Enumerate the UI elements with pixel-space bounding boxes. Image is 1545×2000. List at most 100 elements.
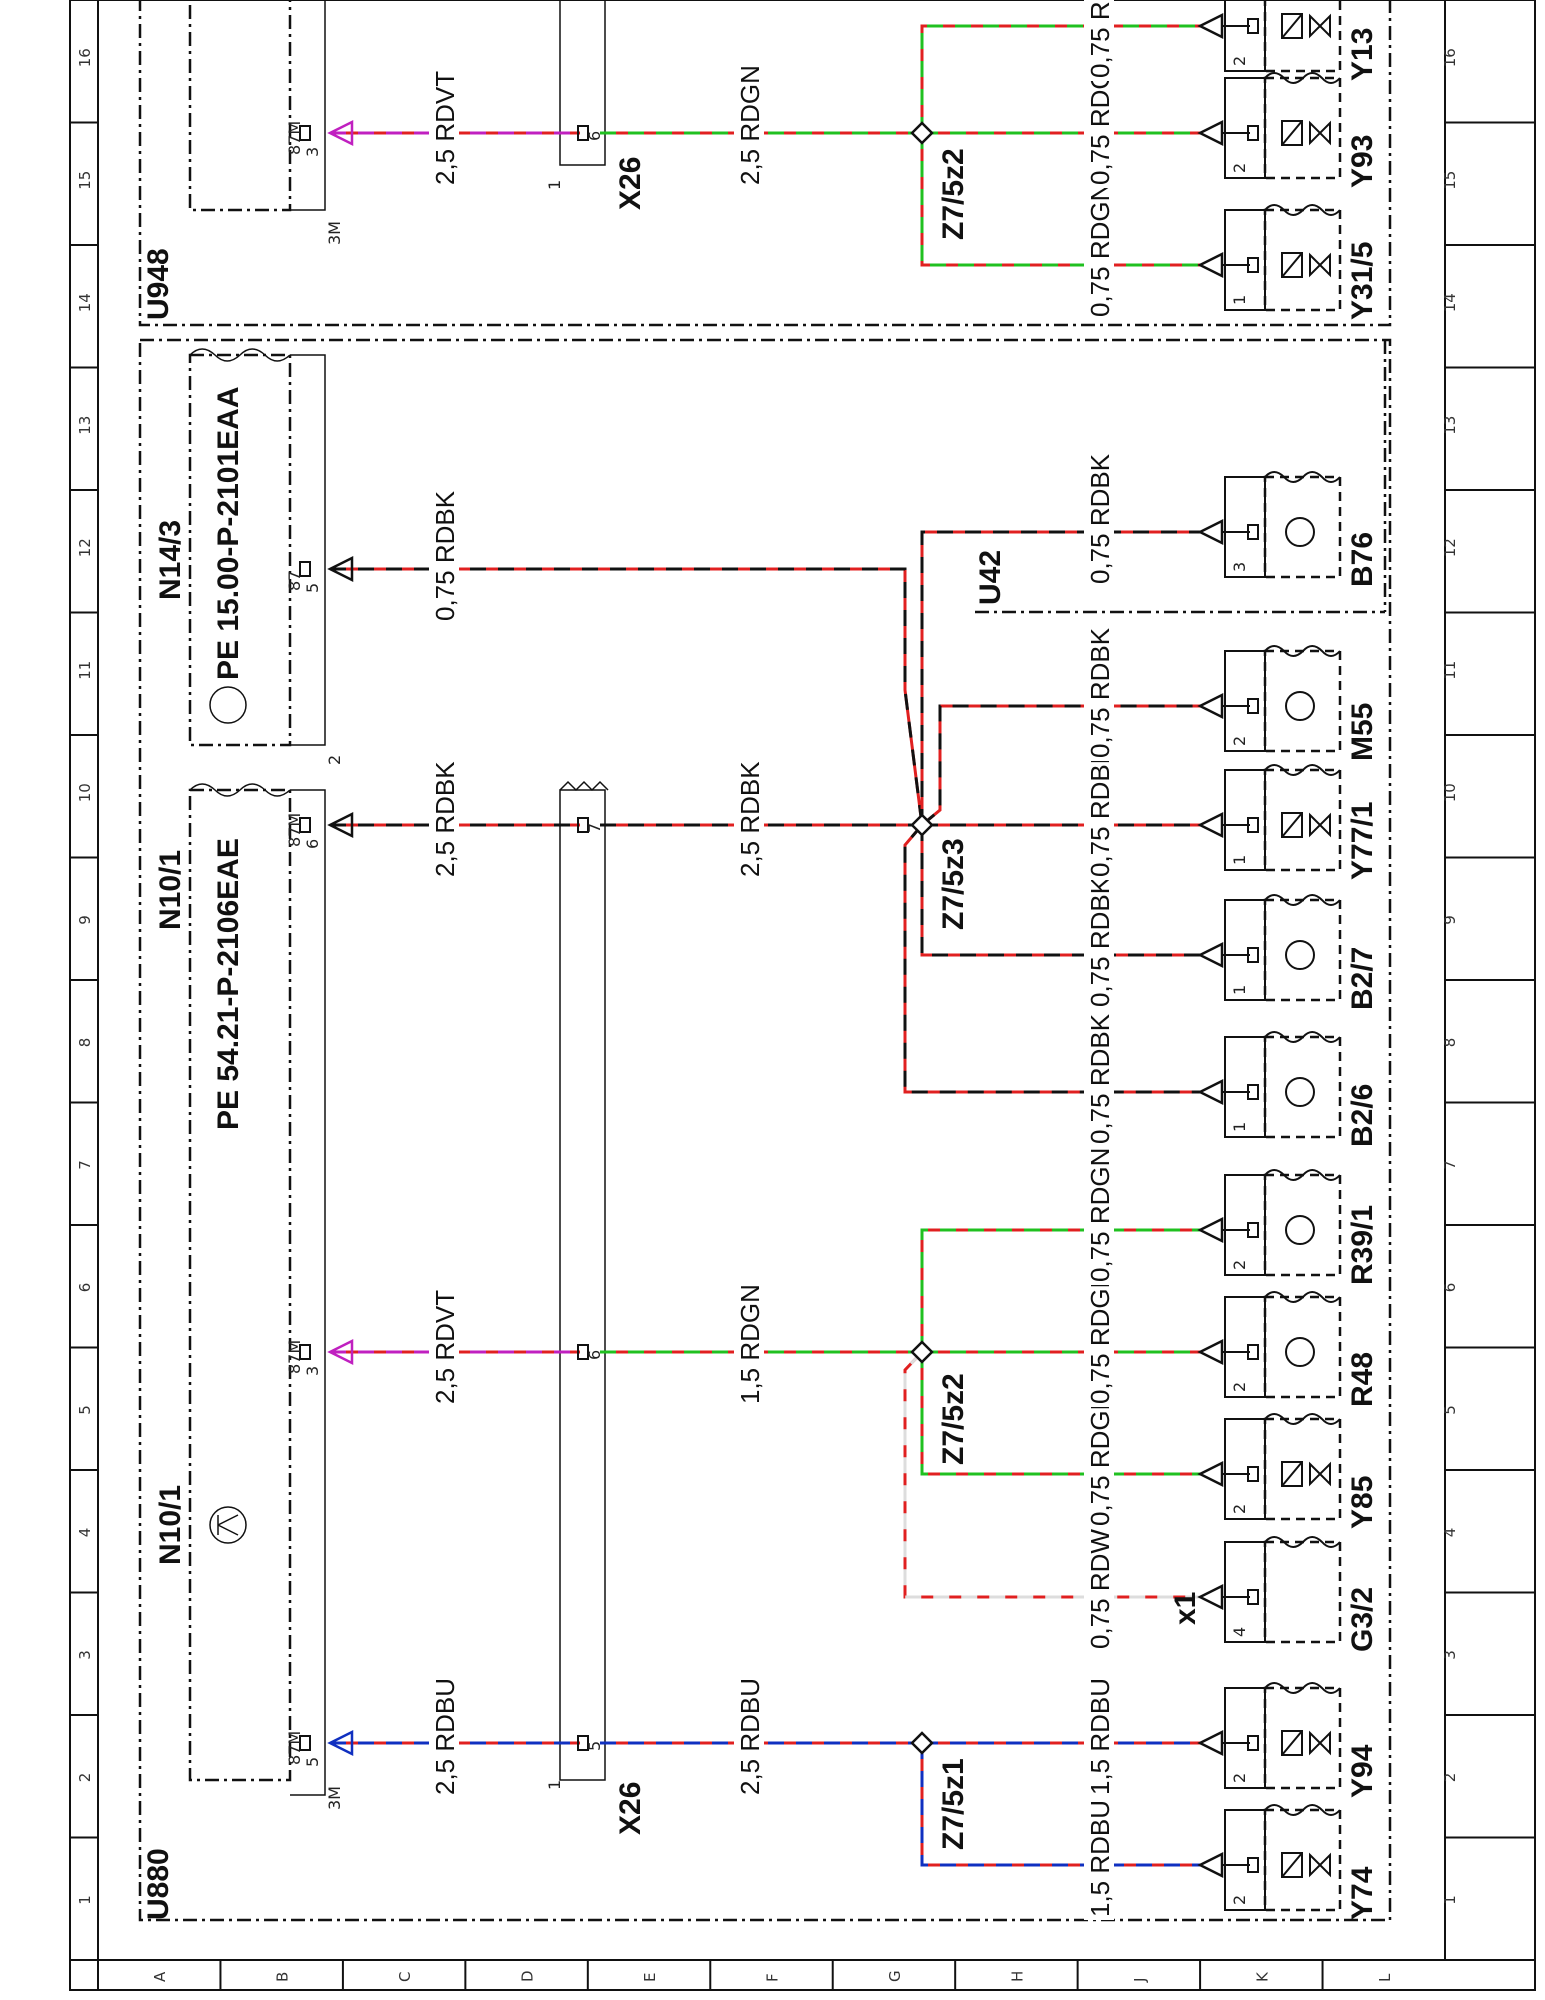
component-body [1263, 1295, 1342, 1399]
component-arrow [1197, 941, 1224, 969]
component-break [1264, 471, 1341, 483]
component-terminal [1247, 1344, 1259, 1360]
svg-text:3M: 3M [325, 221, 344, 245]
splice-label-z2b: Z7/5z2 [937, 148, 970, 240]
component-break [1264, 1682, 1341, 1694]
valve-icon [1309, 252, 1331, 278]
wire-branch [921, 704, 1200, 827]
component-body [1263, 1035, 1342, 1139]
grid-row-label: 10 [1441, 783, 1459, 802]
valve-icon [1309, 812, 1331, 838]
component-label: B76 [1346, 532, 1379, 587]
grid-col-label: K [1253, 1971, 1271, 1982]
wire-branch [903, 1350, 1200, 1599]
sensor-icon [1285, 1337, 1315, 1367]
x1-label: x1 [1169, 1592, 1202, 1625]
pin-number: 5 [303, 1757, 322, 1767]
wire-label-branch: 0,75 RDGN [1085, 1270, 1115, 1404]
grid-col-label: L [1376, 1973, 1394, 1982]
grid-col-label: D [519, 1970, 537, 1982]
wire-arrow [327, 1729, 354, 1757]
motor-icon [1285, 691, 1315, 721]
pin-number: 6 [303, 839, 322, 849]
component-arrow [1197, 251, 1224, 279]
valve-coil-icon [1281, 252, 1303, 278]
valve-icon [1309, 1730, 1331, 1756]
svg-text:3M: 3M [325, 1786, 344, 1810]
component-arrow [1197, 692, 1224, 720]
component-break [1264, 1031, 1341, 1043]
component-terminal [1247, 1084, 1259, 1100]
component-arrow [1197, 1851, 1224, 1879]
wire-label-upper: 2,5 RDVT [430, 71, 460, 185]
x26-pin: 6 [585, 131, 604, 141]
component-pin: 2 [1230, 1773, 1249, 1783]
wire-label-branch-bg [1084, 0, 1114, 81]
grid-row-label: 8 [1441, 1038, 1459, 1048]
valve-coil-icon [1281, 1730, 1303, 1756]
splice-label-z2a: Z7/5z2 [937, 1373, 970, 1465]
sensor-icon [1285, 1215, 1315, 1245]
pin-label: 87M [285, 813, 304, 847]
wire-label-mid: 1,5 RDGN [735, 1284, 765, 1404]
component-break [1264, 1536, 1341, 1548]
wire-label-mid: 2,5 RDBK [735, 761, 765, 877]
wire-label-upper: 2,5 RDBK [430, 761, 460, 877]
component-body [1263, 0, 1342, 73]
wire-branch [920, 530, 1200, 825]
pin-label: 87 [285, 571, 304, 591]
wire-label-upper-bg [429, 514, 459, 624]
wire-label-mid-bg [734, 770, 764, 880]
valve-coil-icon [1281, 812, 1303, 838]
svg-text:2: 2 [325, 755, 344, 765]
wires [299, 24, 1200, 1867]
x26-terminal [577, 1735, 589, 1751]
n10-1-label-upper: N10/1 [154, 850, 187, 930]
wire-label-mid: 2,5 RDBU [735, 1678, 765, 1795]
sensor-icon [1285, 1077, 1315, 1107]
pin-terminal [299, 1344, 311, 1360]
component-break [1264, 1291, 1341, 1303]
pin-number: 3 [303, 147, 322, 157]
component-body [1263, 1173, 1342, 1277]
grid-row-label: 15 [1441, 171, 1459, 190]
splice-z2a [910, 1340, 934, 1364]
pin-terminal [299, 561, 311, 577]
wire-label-branch: 0,75 RDGN [1085, 1148, 1115, 1282]
wire-label-branch: 1,5 RDBU [1085, 1678, 1115, 1795]
svg-text:1: 1 [545, 1780, 564, 1790]
valve-coil-icon-line [1281, 1730, 1303, 1756]
u880-label: U880 [142, 1848, 175, 1920]
u42-label: U42 [974, 550, 1007, 605]
grid-row-label: 10 [76, 783, 94, 802]
wire-branch [920, 24, 1200, 133]
component-body [1263, 898, 1342, 1002]
component-label: R48 [1346, 1352, 1379, 1407]
grid-row-label: 6 [1441, 1283, 1459, 1293]
wire-branch [920, 24, 1200, 133]
valve-coil-icon-line [1281, 812, 1303, 838]
grid-row-label: 13 [1441, 416, 1459, 435]
grid-row-label: 3 [76, 1650, 94, 1660]
grid-col-label: C [396, 1972, 414, 1982]
x26-terminal [577, 817, 589, 833]
splice-label-z1: Z7/5z1 [937, 1758, 970, 1850]
grid-col-label: H [1008, 1971, 1026, 1982]
valve-coil-icon-line [1281, 1461, 1303, 1487]
component-pin: 2 [1230, 1895, 1249, 1905]
wire-label-branch-bg [1084, 1688, 1114, 1798]
component-pin: 4 [1230, 1627, 1249, 1637]
x26-pin: 7 [585, 823, 604, 833]
component-pin: 1 [1230, 1122, 1249, 1132]
wire-label-mid: 2,5 RDGN [735, 65, 765, 185]
pin-terminal [299, 817, 311, 833]
wire-label-branch: 0,75 RDBK [1085, 876, 1115, 1007]
splice-z1 [910, 1731, 934, 1755]
component-break [1264, 1413, 1341, 1425]
component-label: M55 [1346, 703, 1379, 761]
wire-label-upper: 2,5 RDVT [430, 1290, 460, 1404]
component-terminal [1247, 1857, 1259, 1873]
component-terminal [1247, 1466, 1259, 1482]
